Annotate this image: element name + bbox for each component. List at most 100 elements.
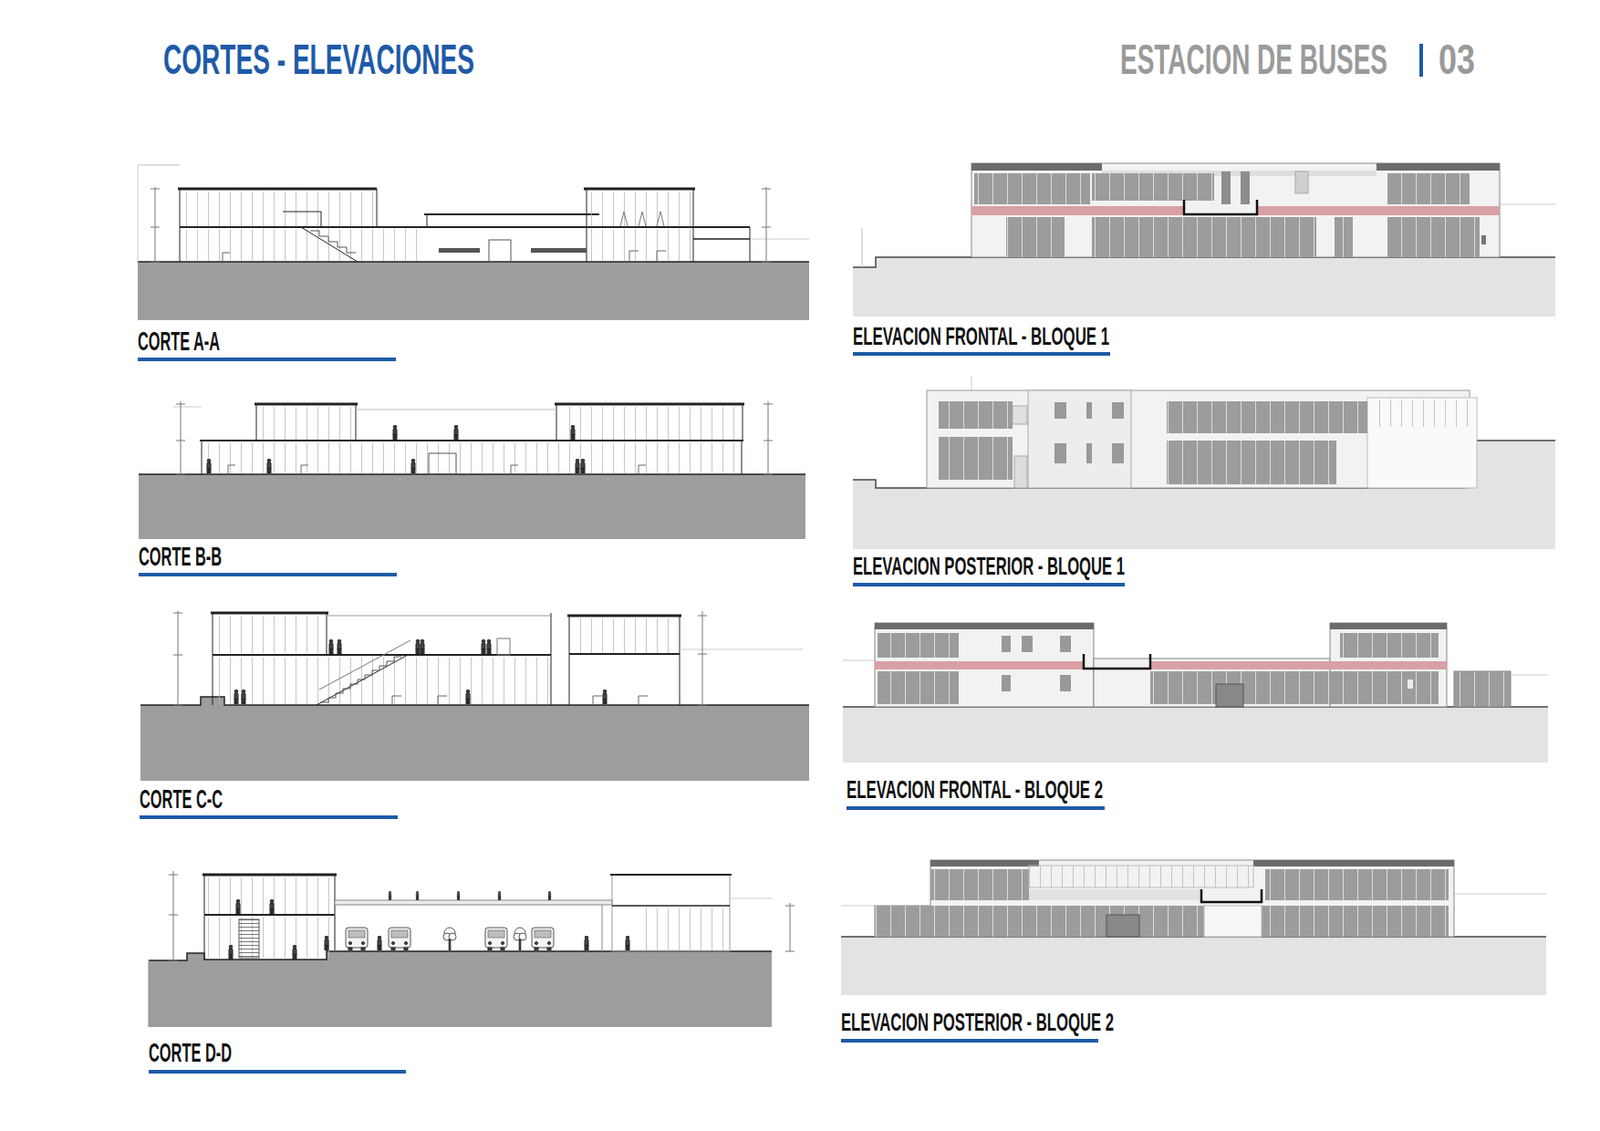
drawing-use	[228, 945, 233, 960]
drawing-polygon	[148, 951, 772, 1028]
drawing-rect	[877, 671, 959, 705]
drawing-rect	[1340, 633, 1439, 658]
drawing-rect	[1261, 905, 1449, 937]
drawing-rect	[530, 248, 587, 253]
drawing-path	[1083, 654, 1151, 669]
drawing-rect	[1334, 217, 1353, 258]
drawing-line	[693, 238, 750, 240]
drawing-path	[321, 656, 402, 703]
drawing-use	[485, 927, 508, 951]
drawing-rect	[207, 877, 333, 915]
drawing-use	[236, 899, 240, 915]
drawing-rect	[1377, 399, 1476, 427]
drawing-rect	[1253, 860, 1455, 867]
drawing-use	[531, 927, 554, 951]
drawing-rect	[1166, 440, 1337, 485]
drawing-path	[282, 211, 358, 262]
drawing-line	[583, 187, 696, 191]
drawing-use	[207, 458, 211, 474]
drawing-line	[177, 611, 179, 706]
drawing-rect	[846, 806, 1105, 811]
drawing-line	[763, 404, 773, 406]
drawing-rect	[1054, 443, 1067, 464]
drawing-rect	[139, 815, 398, 820]
drawing-line	[173, 871, 175, 961]
drawing-line	[841, 905, 875, 907]
drawing-line	[150, 227, 160, 229]
drawing-rect	[1295, 171, 1309, 194]
drawing-line	[137, 165, 139, 262]
elevation-label: ELEVACION FRONTAL - BLOQUE 1	[852, 323, 1110, 350]
drawing-rect	[612, 874, 730, 952]
drawing-use	[443, 927, 457, 951]
drawing-rect	[841, 936, 1547, 996]
drawing-rect	[1028, 865, 1254, 888]
drawing-line	[569, 653, 680, 655]
drawing-line	[768, 401, 769, 475]
drawing-path	[392, 696, 648, 706]
sheet-title: CORTES - ELEVACIONES	[163, 37, 475, 81]
section-a-drawing	[137, 165, 810, 321]
drawing-use	[329, 639, 333, 655]
section-c-drawing	[140, 611, 810, 781]
drawing-polygon	[140, 696, 810, 781]
drawing-rect	[215, 615, 325, 654]
drawing-line	[204, 914, 335, 916]
drawing-rect	[137, 357, 396, 362]
drawing-line	[612, 904, 730, 907]
drawing-rect	[1387, 217, 1480, 258]
drawing-path	[1201, 889, 1262, 903]
drawing-line	[729, 898, 772, 900]
drawing-line	[554, 403, 745, 406]
header-divider	[1419, 43, 1424, 77]
drawing-use	[571, 425, 575, 440]
drawing-rect	[1086, 402, 1092, 419]
drawing-rect	[1221, 171, 1231, 205]
drawing-path	[222, 250, 666, 262]
drawing-line	[137, 165, 180, 167]
drawing-rect	[1265, 869, 1449, 901]
drawing-line	[254, 403, 358, 406]
drawing-line	[176, 474, 186, 476]
drawing-rect	[589, 228, 692, 261]
drawing-rect	[1054, 402, 1067, 419]
drawing-line	[763, 440, 773, 442]
drawing-path	[310, 230, 356, 253]
drawing-use	[581, 458, 585, 474]
drawing-use	[377, 935, 382, 951]
drawing-line	[567, 614, 682, 618]
drawing-line	[150, 261, 160, 263]
drawing-line	[702, 611, 704, 706]
drawing-rect	[1387, 173, 1470, 205]
elevation-front-1	[852, 163, 1556, 317]
drawing-line	[376, 188, 378, 228]
drawing-line	[326, 615, 551, 617]
drawing-rect	[852, 352, 1111, 356]
drawing-rect	[1111, 402, 1124, 419]
project-name: ESTACION DE BUSES	[1120, 37, 1388, 81]
drawing-line	[610, 873, 732, 876]
drawing-line	[426, 214, 428, 228]
drawing-line	[150, 188, 160, 190]
drawing-line	[334, 874, 336, 952]
section-b-drawing	[138, 401, 806, 540]
drawing-path	[316, 654, 408, 706]
drawing-use	[415, 639, 420, 655]
drawing-rect	[938, 401, 1013, 429]
drawing-line	[766, 187, 768, 262]
drawing-rect	[1204, 905, 1262, 937]
drawing-rect	[971, 206, 1185, 216]
drawing-use	[241, 689, 246, 705]
drawing-path	[1184, 199, 1258, 215]
drawing-line	[168, 960, 178, 962]
drawing-line	[749, 238, 810, 240]
drawing-rect	[971, 163, 1102, 171]
drawing-rect	[1021, 635, 1033, 653]
drawing-line	[148, 960, 150, 1028]
drawing-rect	[148, 1070, 406, 1074]
drawing-rect	[559, 406, 740, 440]
drawing-rect	[238, 919, 260, 958]
drawing-rect	[1407, 679, 1413, 689]
drawing-line	[173, 654, 183, 656]
drawing-line	[202, 873, 337, 877]
